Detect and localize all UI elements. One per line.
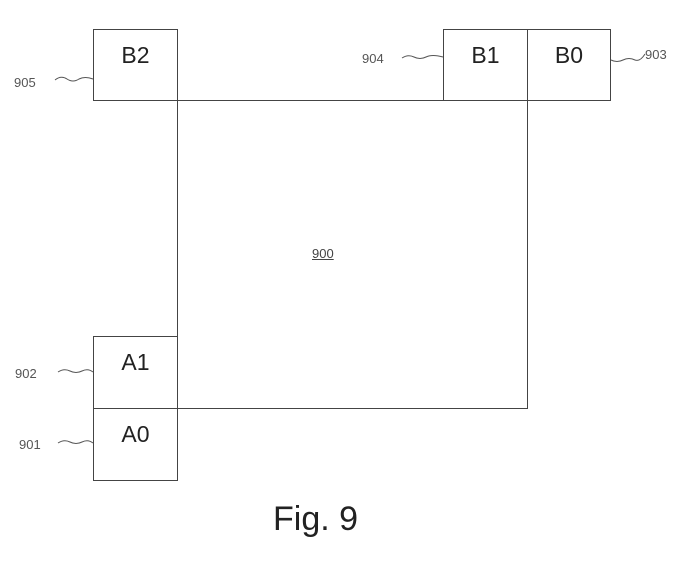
current-block-900 <box>177 100 528 409</box>
leader-901 <box>57 440 94 444</box>
block-b0: B0 <box>527 29 611 101</box>
block-b2-label: B2 <box>121 42 150 68</box>
ref-904: 904 <box>362 51 384 66</box>
block-b2: B2 <box>93 29 178 101</box>
leader-904 <box>401 55 444 59</box>
leader-902 <box>57 369 94 373</box>
ref-905: 905 <box>14 75 36 90</box>
block-b1-label: B1 <box>471 42 500 68</box>
block-a1-label: A1 <box>121 349 150 375</box>
block-b0-label: B0 <box>554 42 584 68</box>
figure-caption: Fig. 9 <box>273 500 359 538</box>
block-a0: A0 <box>93 408 178 481</box>
ref-901: 901 <box>19 437 41 452</box>
block-a0-label: A0 <box>121 421 150 447</box>
current-block-label: 900 <box>312 246 334 261</box>
block-a1: A1 <box>93 336 178 409</box>
ref-902: 902 <box>15 366 37 381</box>
ref-903: 903 <box>645 47 667 62</box>
leader-905 <box>54 76 94 82</box>
block-b1: B1 <box>443 29 528 101</box>
leader-903 <box>610 53 646 62</box>
